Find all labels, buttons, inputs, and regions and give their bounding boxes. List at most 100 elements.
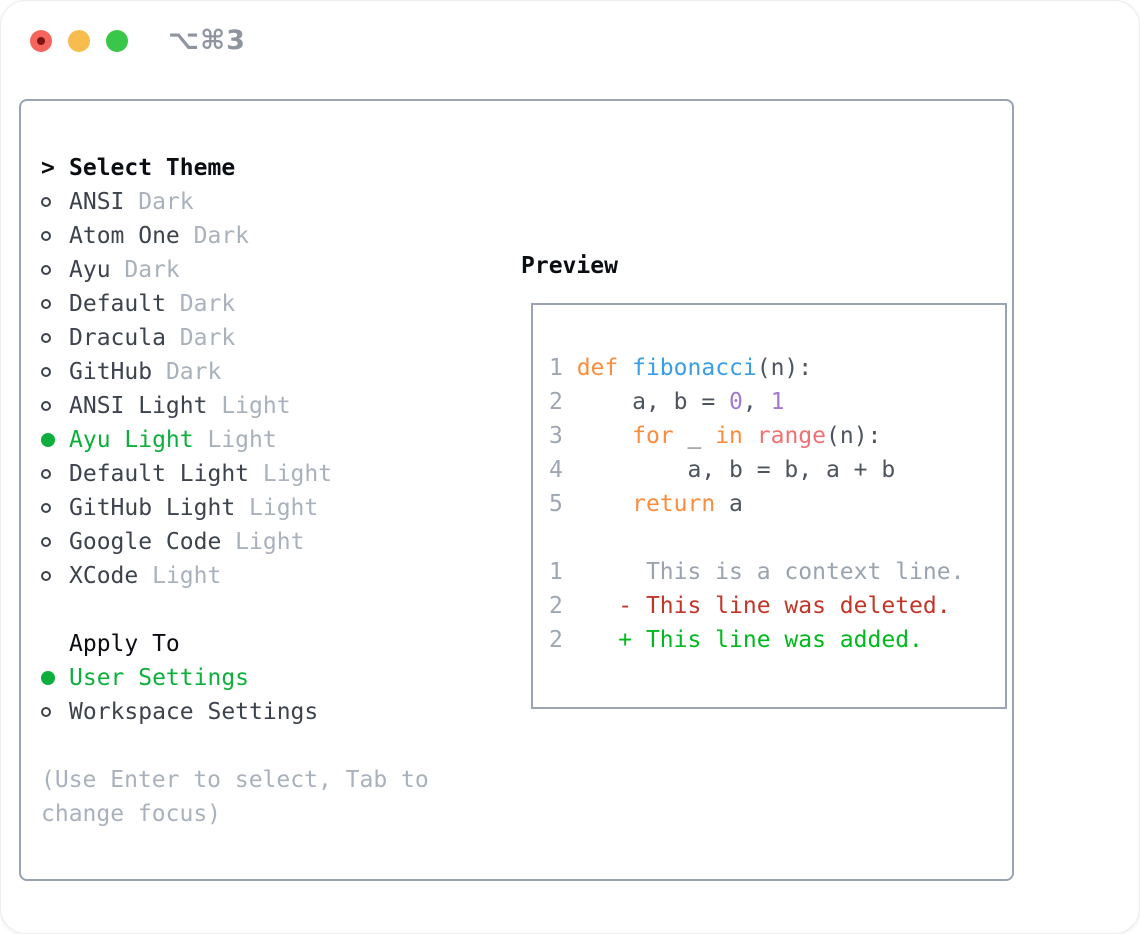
- line-number: 1: [549, 559, 577, 585]
- token-pl: ,: [742, 389, 771, 415]
- option-variant-label: Light: [193, 427, 277, 453]
- apply-to-title: Apply To: [69, 631, 180, 657]
- token-pl: a, b =: [576, 389, 730, 415]
- theme-option-github-dark[interactable]: GitHub Dark: [41, 355, 429, 389]
- radio-unselected-icon: [41, 197, 51, 207]
- option-label: ANSI Light: [69, 393, 208, 419]
- option-label: ANSI: [69, 189, 125, 215]
- theme-list: > Select Theme ANSI Dark Atom One Dark A…: [41, 151, 429, 831]
- option-variant-label: Light: [249, 461, 333, 487]
- preview-code-line: 1 def fibonacci(n):: [549, 351, 1005, 385]
- token-pl: (n):: [756, 355, 813, 381]
- token-num: 1: [770, 389, 785, 415]
- token-pl: [577, 491, 632, 517]
- theme-option-atom-one-dark[interactable]: Atom One Dark: [41, 219, 429, 253]
- option-label: GitHub: [69, 359, 153, 385]
- option-label: Workspace Settings: [69, 699, 319, 725]
- radio-unselected-icon: [41, 571, 51, 581]
- token-pl: [577, 559, 619, 585]
- apply-to-option-workspace-settings[interactable]: Workspace Settings: [41, 695, 429, 729]
- token-fn: fibonacci: [632, 355, 757, 381]
- preview-code-line: 3 for _ in range(n):: [549, 419, 1005, 453]
- theme-option-dracula-dark[interactable]: Dracula Dark: [41, 321, 429, 355]
- token-pl: [743, 423, 757, 449]
- option-label: Dracula: [69, 325, 166, 351]
- preview-code-line: 2 a, b = 0, 1: [549, 385, 1005, 419]
- token-pl: (n):: [826, 423, 882, 449]
- option-label: Atom One: [69, 223, 180, 249]
- option-variant-label: Light: [221, 529, 305, 555]
- token-add: + This line was added.: [618, 627, 923, 653]
- radio-selected-icon: [41, 433, 55, 447]
- preview-code-line: 2 + This line was added.: [549, 623, 1005, 657]
- window-title-shortcut: ⌥⌘3: [168, 25, 246, 56]
- spacer-row: [41, 593, 429, 627]
- radio-unselected-icon: [41, 333, 51, 343]
- token-pl: [577, 423, 632, 449]
- spacer-row: [41, 729, 429, 763]
- token-kw: return: [632, 491, 716, 517]
- radio-selected-icon: [41, 671, 55, 685]
- close-button[interactable]: [30, 30, 52, 52]
- radio-unselected-icon: [41, 537, 51, 547]
- radio-unselected-icon: [41, 401, 51, 411]
- option-variant-label: Dark: [165, 291, 236, 317]
- theme-option-google-code-light[interactable]: Google Code Light: [41, 525, 429, 559]
- radio-unselected-icon: [41, 299, 51, 309]
- preview-code-line: 5 return a: [549, 487, 1005, 521]
- option-label: User Settings: [69, 665, 250, 691]
- option-label: Ayu: [69, 257, 111, 283]
- token-sp: range: [756, 423, 826, 449]
- token-num: 0: [729, 389, 743, 415]
- apply-to-option-user-settings[interactable]: User Settings: [41, 661, 429, 695]
- option-label: Default: [69, 291, 166, 317]
- line-number: 3: [549, 423, 577, 449]
- help-text: (Use Enter to select, Tab to: [41, 767, 429, 793]
- preview-code-line: [549, 317, 1005, 351]
- token-kw: def: [576, 355, 619, 381]
- option-label: Default Light: [69, 461, 250, 487]
- line-number: 2: [549, 593, 577, 619]
- token-pl: a, b = b, a + b: [576, 457, 896, 483]
- preview-code-line: 4 a, b = b, a + b: [549, 453, 1005, 487]
- token-kw: in: [715, 423, 743, 449]
- theme-option-ayu-dark[interactable]: Ayu Dark: [41, 253, 429, 287]
- radio-unselected-icon: [41, 265, 51, 275]
- option-variant-label: Light: [138, 563, 222, 589]
- option-variant-label: Dark: [179, 223, 250, 249]
- titlebar: ⌥⌘3: [1, 1, 1139, 81]
- line-number: 2: [549, 389, 577, 415]
- option-variant-label: Light: [207, 393, 291, 419]
- theme-option-ayu-light-light[interactable]: Ayu Light Light: [41, 423, 429, 457]
- line-number: 4: [549, 457, 577, 483]
- option-label: Google Code: [69, 529, 222, 555]
- preview-code-line: 2 - This line was deleted.: [549, 589, 1005, 623]
- theme-option-default-light-light[interactable]: Default Light Light: [41, 457, 429, 491]
- token-pl: [577, 627, 619, 653]
- theme-option-xcode-light[interactable]: XCode Light: [41, 559, 429, 593]
- option-label: Ayu Light: [69, 427, 194, 453]
- maximize-button[interactable]: [106, 30, 128, 52]
- token-pl: [577, 593, 619, 619]
- theme-option-default-dark[interactable]: Default Dark: [41, 287, 429, 321]
- preview-code-line: [549, 521, 1005, 555]
- theme-option-ansi-light-light[interactable]: ANSI Light Light: [41, 389, 429, 423]
- option-variant-label: Dark: [110, 257, 180, 283]
- focus-cursor: >: [41, 155, 55, 181]
- select-theme-title: Select Theme: [69, 155, 236, 181]
- theme-option-ansi-dark[interactable]: ANSI Dark: [41, 185, 429, 219]
- help-text: change focus): [41, 801, 222, 827]
- token-pl: a: [715, 491, 743, 517]
- radio-unselected-icon: [41, 367, 51, 377]
- token-kw: for: [632, 423, 674, 449]
- theme-option-github-light-light[interactable]: GitHub Light Light: [41, 491, 429, 525]
- radio-unselected-icon: [41, 707, 51, 717]
- apply-to-header: Apply To: [41, 627, 429, 661]
- token-pl: _: [673, 423, 716, 449]
- option-label: GitHub Light: [69, 495, 236, 521]
- option-variant-label: Light: [235, 495, 319, 521]
- option-variant-label: Dark: [124, 189, 194, 215]
- preview-title: Preview: [521, 253, 618, 279]
- minimize-button[interactable]: [68, 30, 90, 52]
- line-number: 5: [549, 491, 577, 517]
